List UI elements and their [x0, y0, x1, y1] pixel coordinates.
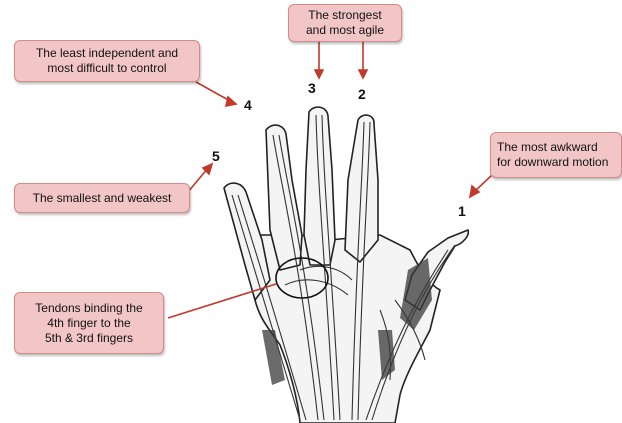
- finger-number-4: 4: [244, 97, 252, 113]
- arrow-to-finger-4: [196, 82, 232, 102]
- finger-number-2: 2: [358, 86, 366, 102]
- callout-smallest: The smallest and weakest: [14, 183, 190, 213]
- callout-strongest: The strongest and most agile: [288, 4, 402, 42]
- callout-most-awkward: The most awkward for downward motion: [490, 132, 622, 178]
- arrow-to-finger-5: [188, 168, 208, 192]
- callout-tendons: Tendons binding the 4th finger to the 5t…: [14, 292, 164, 354]
- finger-number-5: 5: [212, 148, 220, 164]
- finger-number-1: 1: [458, 203, 466, 219]
- finger-number-3: 3: [308, 80, 316, 96]
- callout-least-independent: The least independent and most difficult…: [14, 40, 200, 82]
